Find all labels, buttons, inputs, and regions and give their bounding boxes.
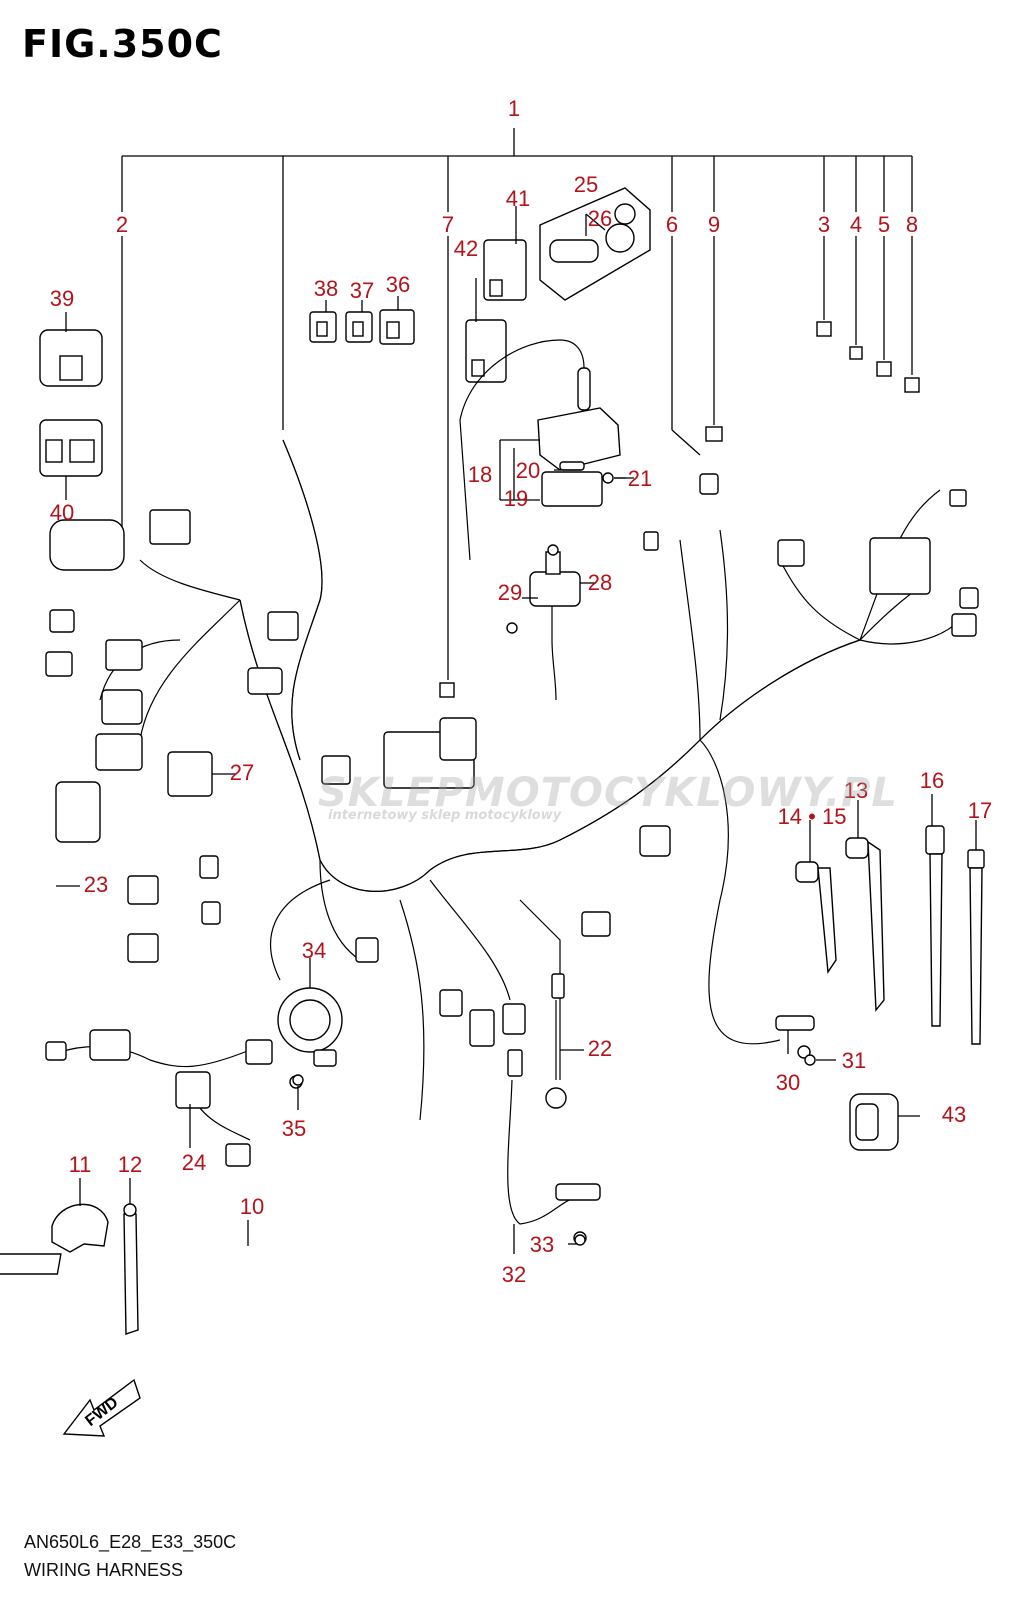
callout-30: 30	[776, 1070, 800, 1095]
label-sheet-10	[0, 1253, 62, 1275]
callout-10: 10	[240, 1194, 264, 1219]
power-socket-25	[539, 187, 651, 301]
tie-17	[967, 849, 985, 1045]
fuse-5	[876, 361, 892, 377]
callout-2: 2	[116, 212, 128, 237]
callout-6: 6	[666, 212, 678, 237]
callout-41: 41	[506, 186, 530, 211]
callout-18: 18	[468, 462, 492, 487]
callout-5: 5	[878, 212, 890, 237]
callout-13: 13	[844, 778, 868, 803]
relay-42	[465, 319, 507, 383]
callout-38: 38	[314, 276, 338, 301]
clamp-13	[845, 837, 885, 1012]
sub-harness-24	[45, 1029, 273, 1167]
strap-12	[123, 1203, 139, 1335]
model-code: AN650L6_E28_E33_350C	[24, 1532, 237, 1552]
callout-24: 24	[182, 1150, 206, 1175]
tie-16	[925, 825, 945, 1027]
callout-34: 34	[302, 938, 326, 963]
callout-1-bracket	[121, 128, 913, 680]
clamp-14-15	[795, 861, 837, 975]
callout-26: 26	[588, 206, 612, 231]
callout-11: 11	[69, 1152, 92, 1177]
fuse-8	[904, 377, 920, 393]
callout-9: 9	[708, 212, 720, 237]
fuse-9	[705, 426, 723, 442]
callout-35: 35	[282, 1116, 306, 1141]
figure-title: FIG.350C	[22, 22, 223, 66]
callout-21: 21	[628, 466, 652, 491]
callout-39: 39	[50, 286, 74, 311]
relay-41	[483, 239, 527, 301]
callout-28: 28	[588, 570, 612, 595]
callout-19: 19	[504, 486, 528, 511]
relay-38	[309, 311, 337, 343]
callout-3: 3	[818, 212, 830, 237]
callout-43: 43	[942, 1102, 966, 1127]
watermark: SKLEPMOTOCYKLOWY.PL	[318, 770, 898, 816]
callout-8: 8	[906, 212, 918, 237]
callout-7: 7	[442, 212, 454, 237]
fuse-3	[816, 321, 832, 337]
callout-25: 25	[574, 172, 598, 197]
connectors	[45, 473, 979, 1077]
screws	[292, 1054, 816, 1246]
leader-lines	[56, 206, 977, 1254]
callout-36: 36	[386, 272, 410, 297]
callout-29: 29	[498, 580, 522, 605]
fuse-7	[439, 682, 455, 698]
horn-34	[277, 987, 343, 1089]
callout-23: 23	[84, 872, 108, 897]
callout-33: 33	[530, 1232, 554, 1257]
fuse-4	[849, 346, 863, 360]
callout-12: 12	[118, 1152, 142, 1177]
ground-lead-22	[545, 1000, 567, 1109]
relay-36	[379, 309, 415, 345]
callout-32: 32	[502, 1262, 526, 1287]
socket-panel-18	[459, 339, 626, 561]
grommet-43	[849, 1093, 899, 1151]
callout-40: 40	[50, 500, 74, 525]
callout-27: 27	[230, 760, 254, 785]
callout-labels: 1 2 3 4 5 6 7 8 9 10 11 12 13 14 • 15 16…	[50, 96, 992, 1287]
clamp-11	[51, 1203, 109, 1253]
callout-4: 4	[850, 212, 862, 237]
relay-40	[39, 419, 103, 477]
callout-37: 37	[350, 278, 374, 303]
fwd-arrow: FWD	[62, 1378, 141, 1437]
callout-22: 22	[588, 1036, 612, 1061]
switch-28	[506, 544, 584, 701]
relay-37	[345, 311, 373, 343]
callout-31: 31	[842, 1048, 866, 1073]
relay-39	[39, 329, 103, 387]
callout-42: 42	[454, 236, 478, 261]
callout-1: 1	[508, 96, 520, 121]
lead-30	[775, 1015, 815, 1059]
diagram-name: WIRING HARNESS	[24, 1560, 184, 1580]
watermark-subtitle: internetowy sklep motocyklowy	[328, 808, 562, 823]
callout-16: 16	[920, 768, 944, 793]
callout-14-15: 14 • 15	[778, 804, 847, 829]
callout-20: 20	[516, 458, 540, 483]
callout-17: 17	[968, 798, 992, 823]
